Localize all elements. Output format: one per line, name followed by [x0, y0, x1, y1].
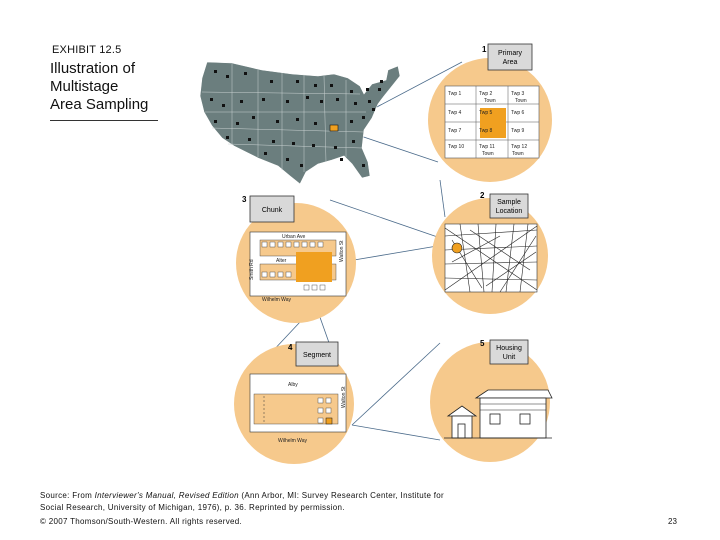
stage-label-box: [249, 195, 295, 223]
selected-township: [480, 108, 506, 138]
twp-label: Twp 12: [511, 144, 527, 150]
stage-4-circle: Alby Wilhelm Way Walton St 4 Segment: [234, 341, 354, 464]
stage-number: 5: [480, 339, 485, 348]
street-label: Wilhelm Way: [278, 438, 307, 444]
stage-2-circle: 2 Sample Location: [432, 191, 548, 314]
twp-label: Twp 1: [448, 91, 462, 97]
town-label: Town: [484, 98, 496, 104]
stage-number: 2: [480, 191, 485, 200]
street-label: Smith Rd: [249, 259, 255, 280]
stage-label: Unit: [503, 354, 516, 361]
stage-5-circle: 5 Housing Unit: [430, 339, 553, 462]
street-label: Walton St: [339, 240, 345, 262]
twp-label: Twp 6: [511, 110, 525, 116]
stage-label: Segment: [303, 352, 331, 359]
twp-label: Twp 7: [448, 128, 462, 134]
town-label: Town: [482, 151, 494, 157]
selected-primary-area: [329, 124, 339, 132]
twp-label: Twp 5: [479, 110, 493, 116]
page-number: 23: [668, 517, 677, 526]
title-rule: [50, 120, 158, 121]
stage-number: 3: [242, 195, 247, 204]
stage-3-circle: Urban Ave Alter Wilhelm Way Walton St Sm…: [236, 195, 356, 323]
stage-label-box: [489, 339, 529, 365]
title-line: Multistage: [50, 78, 119, 95]
selected-location: [451, 242, 463, 254]
street-label: Walton St: [341, 386, 347, 408]
title-line: Illustration of: [50, 60, 136, 77]
town-label: Town: [515, 98, 527, 104]
street-label: Wilhelm Way: [262, 297, 291, 303]
street-label: Alter: [276, 258, 287, 264]
source-citation: Source: From Interviewer's Manual, Revis…: [40, 490, 460, 514]
street-label: Alby: [288, 382, 298, 388]
stage-label-box: [489, 193, 529, 219]
sample-points: [210, 70, 383, 167]
page-title: Illustration of Multistage Area Sampling: [50, 60, 162, 114]
house-illustration: [444, 389, 553, 439]
twp-label: Twp 3: [511, 91, 525, 97]
us-map: [199, 61, 401, 185]
title-line: Area Sampling: [50, 96, 149, 113]
town-label: Town: [512, 151, 524, 157]
stage-label: Housing: [496, 345, 522, 352]
stage-label-box: [487, 43, 533, 71]
twp-label: Twp 9: [511, 128, 525, 134]
source-prefix: Source: From: [40, 491, 95, 500]
twp-label: Twp 4: [448, 110, 462, 116]
exhibit-label: EXHIBIT 12.5: [52, 44, 122, 56]
house-lots: [261, 241, 326, 291]
stage-label: Sample: [497, 199, 521, 206]
twp-label: Twp 10: [448, 144, 464, 150]
stage-label: Chunk: [262, 207, 283, 214]
stage-label: Area: [503, 59, 518, 66]
selected-chunk: [296, 252, 332, 282]
twp-label: Twp 2: [479, 91, 493, 97]
stage-label: Primary: [498, 50, 523, 57]
stage-number: 4: [288, 343, 293, 352]
selected-housing-unit: [325, 417, 333, 425]
stage-1-circle: Twp 1 Twp 2 Twp 3 Town Town Twp 4 Twp 5 …: [428, 43, 552, 182]
state-borders: [201, 64, 366, 172]
source-rest: (Ann Arbor, MI: Survey Research Center, …: [40, 491, 445, 512]
stage-label-box: [295, 341, 339, 367]
stage-number: 1: [482, 45, 487, 54]
copyright: © 2007 Thomson/South-Western. All rights…: [40, 517, 243, 526]
source-title: Interviewer's Manual, Revised Edition: [94, 491, 239, 500]
house-lots: [317, 397, 332, 424]
twp-label: Twp 8: [479, 128, 493, 134]
street-label: Urban Ave: [282, 234, 305, 240]
stage-label: Location: [496, 208, 523, 215]
twp-label: Twp 11: [479, 144, 495, 150]
